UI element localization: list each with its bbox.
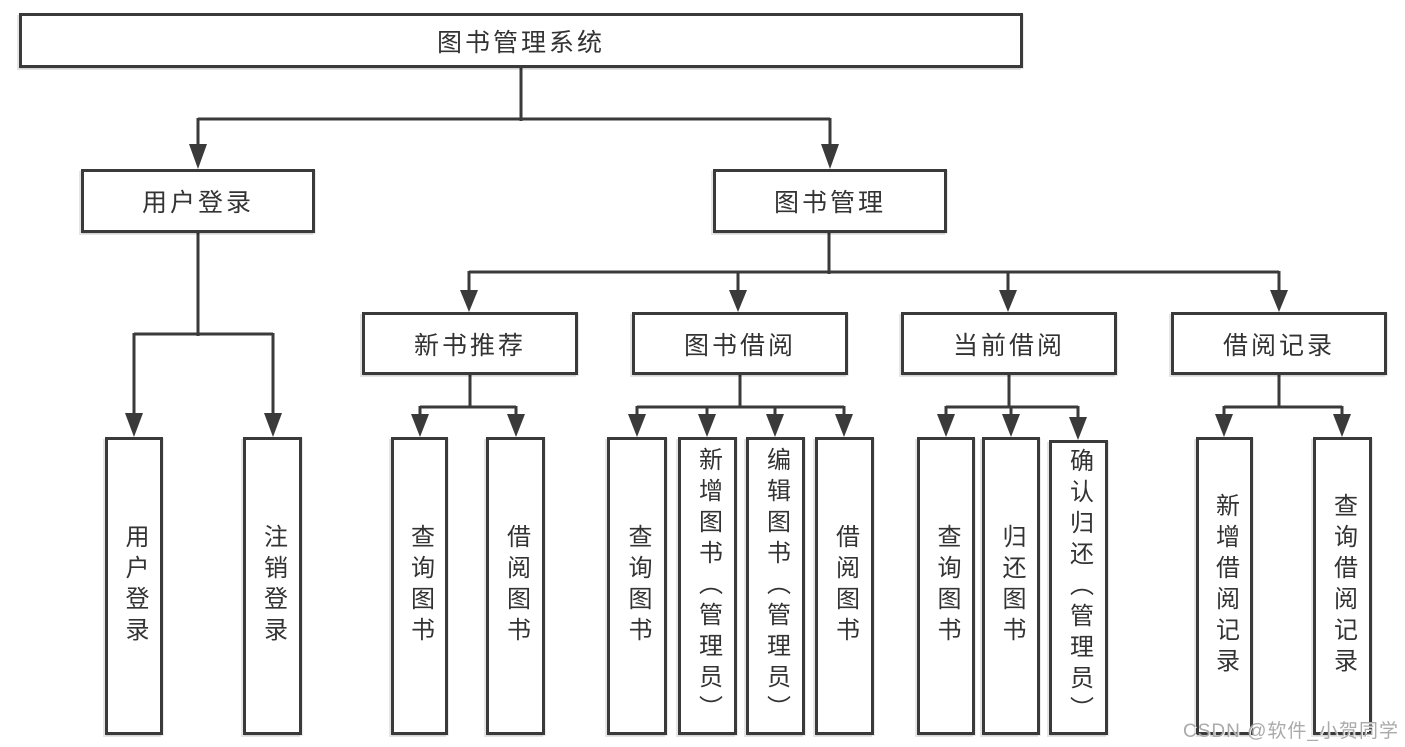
node-label: 用户登录	[121, 524, 148, 648]
node-label: 查询图书	[624, 524, 651, 648]
node-borrowing-records: 借阅记录	[1171, 312, 1387, 375]
connector-root-to-level2	[189, 66, 839, 169]
node-label: 新书推荐	[413, 331, 526, 360]
node-label: 借阅图书	[831, 524, 859, 648]
node-label: 当前借阅	[952, 331, 1065, 360]
node-label: 归还图书	[998, 524, 1025, 648]
node-new-book-recommendation: 新书推荐	[362, 312, 578, 375]
leaf-query-borrow-record: 查询借阅记录	[1313, 437, 1372, 735]
node-label: 确认归还（管理员）	[1065, 448, 1093, 727]
leaf-logout: 注销登录	[243, 437, 302, 735]
node-library-management-system: 图书管理系统	[19, 13, 1023, 68]
leaf-query-books: 查询图书	[391, 437, 448, 735]
connector-book-borrowing-to-leaves	[628, 373, 853, 437]
node-label: 查询图书	[406, 524, 434, 648]
node-label: 借阅图书	[502, 524, 530, 648]
node-label: 图书借阅	[683, 331, 796, 360]
node-label: 编辑图书（管理员）	[762, 446, 790, 726]
leaf-edit-book-admin: 编辑图书（管理员）	[746, 437, 805, 735]
leaf-query-books: 查询图书	[917, 437, 975, 735]
csdn-watermark: CSDN @软件_小贺同学	[1183, 721, 1399, 742]
leaf-add-book-admin: 新增图书（管理员）	[678, 437, 737, 735]
connector-borrow-records-to-leaves	[1215, 373, 1351, 437]
node-label: 查询借阅记录	[1329, 493, 1357, 679]
node-book-borrowing: 图书借阅	[632, 312, 848, 375]
connector-user-login-to-leaves	[125, 231, 282, 437]
node-label: 新增借阅记录	[1211, 493, 1239, 679]
node-label: 用户登录	[141, 189, 254, 217]
node-label: 查询图书	[933, 524, 960, 648]
connector-new-book-to-leaves	[411, 373, 525, 437]
node-label: 新增图书（管理员）	[694, 446, 722, 726]
connector-book-management-to-sections	[460, 231, 1288, 312]
leaf-user-login: 用户登录	[105, 437, 163, 735]
node-current-borrowing: 当前借阅	[901, 312, 1117, 375]
node-user-login: 用户登录	[81, 169, 315, 233]
leaf-confirm-return-admin: 确认归还（管理员）	[1049, 440, 1108, 735]
leaf-return-books: 归还图书	[982, 437, 1040, 735]
node-label: 图书管理系统	[436, 28, 605, 57]
node-label: 借阅记录	[1222, 331, 1335, 360]
leaf-add-borrow-record: 新增借阅记录	[1196, 437, 1253, 735]
node-book-management: 图书管理	[713, 169, 947, 233]
leaf-borrow-books: 借阅图书	[815, 437, 874, 735]
node-label: 图书管理	[773, 189, 886, 217]
connector-current-borrowing-to-leaves	[937, 373, 1087, 440]
node-label: 注销登录	[259, 524, 287, 648]
leaf-borrow-books: 借阅图书	[486, 437, 545, 735]
leaf-query-books: 查询图书	[607, 437, 667, 735]
